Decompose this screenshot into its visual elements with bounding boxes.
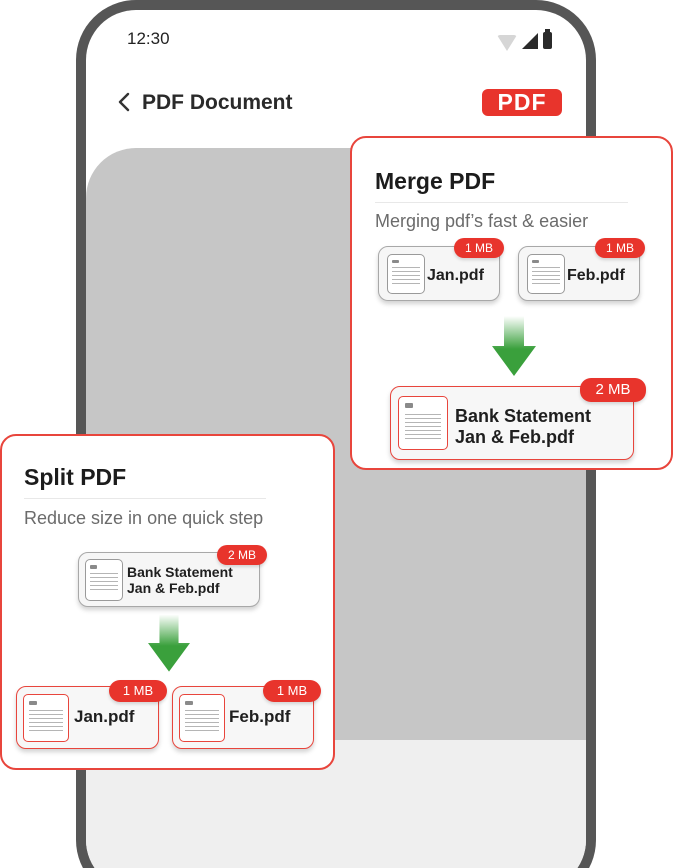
file-name: Feb.pdf <box>567 267 625 284</box>
status-icons <box>497 29 552 51</box>
split-pdf-card[interactable]: Split PDF Reduce size in one quick step … <box>0 434 335 770</box>
pdf-thumbnail-icon <box>179 694 225 742</box>
status-time: 12:30 <box>127 29 170 48</box>
merge-card-divider <box>375 202 628 203</box>
pdf-thumbnail-icon <box>398 396 448 450</box>
file-name: Jan.pdf <box>74 707 135 726</box>
pdf-badge: PDF <box>482 89 562 116</box>
file-size-badge: 2 MB <box>580 378 646 402</box>
merge-card-title: Merge PDF <box>375 168 496 194</box>
file-name: Jan.pdf <box>427 267 484 284</box>
file-name: Feb.pdf <box>229 707 291 726</box>
split-card-subtitle: Reduce size in one quick step <box>24 508 264 528</box>
down-arrow-icon <box>492 316 536 376</box>
file-name-line2: Jan & Feb.pdf <box>127 580 220 596</box>
signal-icon <box>522 33 538 49</box>
pdf-thumbnail-icon <box>527 254 565 294</box>
merge-pdf-card[interactable]: Merge PDF Merging pdf’s fast & easier Ja… <box>350 136 673 470</box>
down-arrow-icon <box>148 614 190 672</box>
file-size-badge: 1 MB <box>595 238 645 258</box>
pdf-thumbnail-icon <box>23 694 69 742</box>
wifi-icon <box>497 35 517 51</box>
file-size-badge: 1 MB <box>454 238 504 258</box>
pdf-thumbnail-icon <box>85 559 123 601</box>
file-size-badge: 1 MB <box>109 680 167 702</box>
merge-output-file[interactable]: Bank Statement Jan & Feb.pdf <box>390 386 634 460</box>
split-card-title: Split PDF <box>24 464 127 490</box>
file-size-badge: 2 MB <box>217 545 267 565</box>
battery-icon <box>543 29 552 49</box>
file-name-line1: Bank Statement <box>455 406 592 426</box>
split-input-file[interactable]: Bank Statement Jan & Feb.pdf <box>78 552 260 607</box>
split-output-file-jan[interactable]: Jan.pdf <box>16 686 159 749</box>
page-title: PDF Document <box>142 91 293 114</box>
file-name-line2: Jan & Feb.pdf <box>455 427 575 447</box>
file-name-line1: Bank Statement <box>127 564 233 580</box>
pdf-thumbnail-icon <box>387 254 425 294</box>
split-card-divider <box>24 498 266 499</box>
file-size-badge: 1 MB <box>263 680 321 702</box>
back-chevron-icon[interactable] <box>115 92 135 112</box>
merge-card-subtitle: Merging pdf’s fast & easier <box>375 211 589 231</box>
